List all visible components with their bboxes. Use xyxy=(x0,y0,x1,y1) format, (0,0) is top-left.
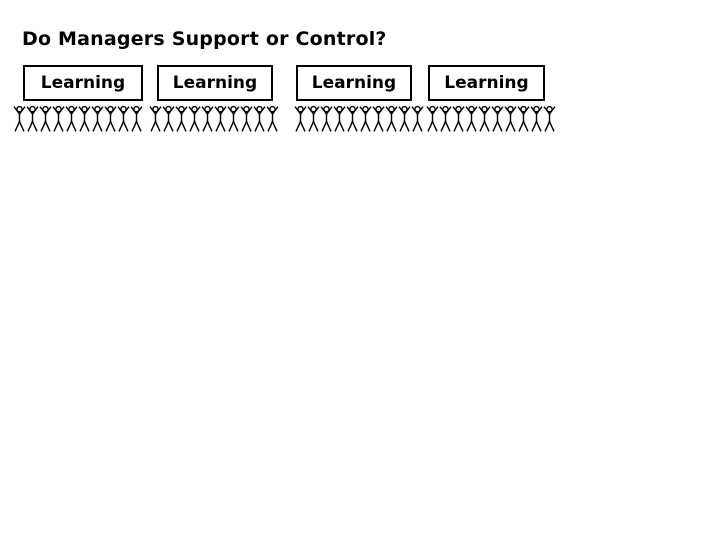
stick-figure-arms-raised-icon xyxy=(162,103,175,132)
stick-figure-arms-raised-icon xyxy=(52,103,65,132)
stick-figure-arms-raised-icon xyxy=(465,103,478,132)
learning-box-label: Learning xyxy=(40,72,126,93)
stick-figure-arms-raised-icon xyxy=(13,103,26,132)
learning-box-2[interactable]: Learning xyxy=(157,65,273,101)
stick-figure-arms-raised-icon xyxy=(39,103,52,132)
stick-figure-arms-raised-icon xyxy=(130,103,143,132)
stick-figure-arms-raised-icon xyxy=(240,103,253,132)
learning-box-3[interactable]: Learning xyxy=(296,65,412,101)
stick-figure-arms-raised-icon xyxy=(188,103,201,132)
stick-figure-arms-raised-icon xyxy=(201,103,214,132)
stick-figure-arms-raised-icon xyxy=(385,103,398,132)
stick-figure-arms-raised-icon xyxy=(117,103,130,132)
stick-figure-arms-raised-icon xyxy=(104,103,117,132)
stick-figure-arms-raised-icon xyxy=(320,103,333,132)
learning-box-1[interactable]: Learning xyxy=(23,65,143,101)
page-title: Do Managers Support or Control? xyxy=(22,28,387,50)
stick-figure-arms-raised-icon xyxy=(294,103,307,132)
stick-figure-arms-raised-icon xyxy=(227,103,240,132)
stick-figure-arms-raised-icon xyxy=(411,103,424,132)
stick-figure-arms-raised-icon xyxy=(333,103,346,132)
stick-figure-arms-raised-icon xyxy=(149,103,162,132)
stick-figure-arms-raised-icon xyxy=(517,103,530,132)
stick-figure-arms-raised-icon xyxy=(346,103,359,132)
stick-figure-arms-raised-icon xyxy=(504,103,517,132)
stick-figure-arms-raised-icon xyxy=(491,103,504,132)
stick-figure-arms-raised-icon xyxy=(439,103,452,132)
stick-figure-arms-raised-icon xyxy=(478,103,491,132)
people-row-4 xyxy=(426,103,556,132)
people-row-3 xyxy=(294,103,424,132)
people-row-2 xyxy=(149,103,279,132)
stick-figure-arms-raised-icon xyxy=(359,103,372,132)
learning-box-label: Learning xyxy=(172,72,258,93)
stick-figure-arms-raised-icon xyxy=(253,103,266,132)
stick-figure-arms-raised-icon xyxy=(398,103,411,132)
stick-figure-arms-raised-icon xyxy=(426,103,439,132)
stick-figure-arms-raised-icon xyxy=(452,103,465,132)
stick-figure-arms-raised-icon xyxy=(26,103,39,132)
stick-figure-arms-raised-icon xyxy=(65,103,78,132)
learning-box-4[interactable]: Learning xyxy=(428,65,545,101)
people-row-1 xyxy=(13,103,143,132)
learning-box-label: Learning xyxy=(311,72,397,93)
stick-figure-arms-raised-icon xyxy=(214,103,227,132)
stick-figure-arms-raised-icon xyxy=(78,103,91,132)
learning-box-label: Learning xyxy=(444,72,529,93)
stick-figure-arms-raised-icon xyxy=(91,103,104,132)
stick-figure-arms-raised-icon xyxy=(530,103,543,132)
stick-figure-arms-raised-icon xyxy=(307,103,320,132)
stick-figure-arms-raised-icon xyxy=(372,103,385,132)
stick-figure-arms-raised-icon xyxy=(543,103,556,132)
stick-figure-arms-raised-icon xyxy=(175,103,188,132)
stick-figure-arms-raised-icon xyxy=(266,103,279,132)
